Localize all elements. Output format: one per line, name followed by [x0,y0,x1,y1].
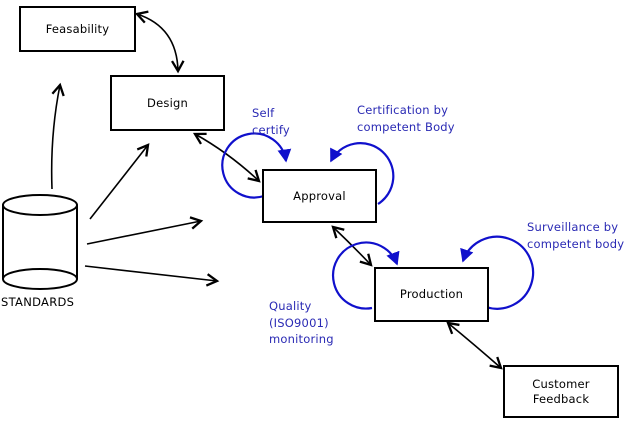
standards-cylinder-shape [2,194,78,290]
node-approval: Approval [262,169,377,223]
annotation-certification: Certification by competent Body [357,102,455,135]
customer-feedback-line2: Feedback [532,391,590,406]
customer-feedback-line1: Customer [532,376,590,391]
annotation-quality: Quality (ISO9001) monitoring [269,298,334,348]
node-customer-feedback-label: Customer Feedback [532,377,589,407]
standards-label: STANDARDS [1,295,75,309]
node-design-label: Design [147,95,188,110]
loop-self-certify [221,132,292,199]
cylinder-sides [2,205,78,279]
annotation-certification-line2: competent Body [357,119,455,134]
annotation-self-certify-line1: Self [252,106,275,120]
loop-surveillance-competent-body [460,235,535,310]
arrow-standards-to-approval [86,216,204,245]
annotation-surveillance-line1: Surveillance by [527,220,619,234]
annotation-surveillance-line2: competent body [527,236,625,251]
node-feasibility: Feasability [19,6,136,52]
annotation-surveillance: Surveillance by competent body [527,219,624,252]
node-feasibility-label: Feasability [45,21,110,36]
arrow-standards-to-production [84,265,220,287]
arrow-standards-to-design [89,143,150,220]
node-design: Design [110,75,225,131]
node-customer-feedback: Customer Feedback [503,365,619,418]
annotation-certification-line1: Certification by [357,103,449,117]
arrow-feasibility-design [134,10,185,74]
annotation-self-certify-line2: certify [252,122,290,137]
cylinder-bottom-ellipse [2,268,78,290]
annotation-self-certify: Self certify [252,105,290,138]
annotation-quality-line1: Quality [269,299,312,313]
arrow-standards-to-feasibility [50,82,65,190]
arrow-production-customer-feedback [446,321,503,370]
cylinder-top-ellipse [2,194,78,216]
arrow-design-approval [192,132,261,183]
annotation-quality-line2: (ISO9001) [269,315,329,330]
loop-certification-competent-body [330,142,395,205]
loop-quality-iso9001-monitoring [332,241,400,310]
node-production-label: Production [399,287,464,301]
annotation-quality-line3: monitoring [269,332,334,346]
node-approval-label: Approval [293,188,346,203]
node-production: Production [374,267,489,322]
